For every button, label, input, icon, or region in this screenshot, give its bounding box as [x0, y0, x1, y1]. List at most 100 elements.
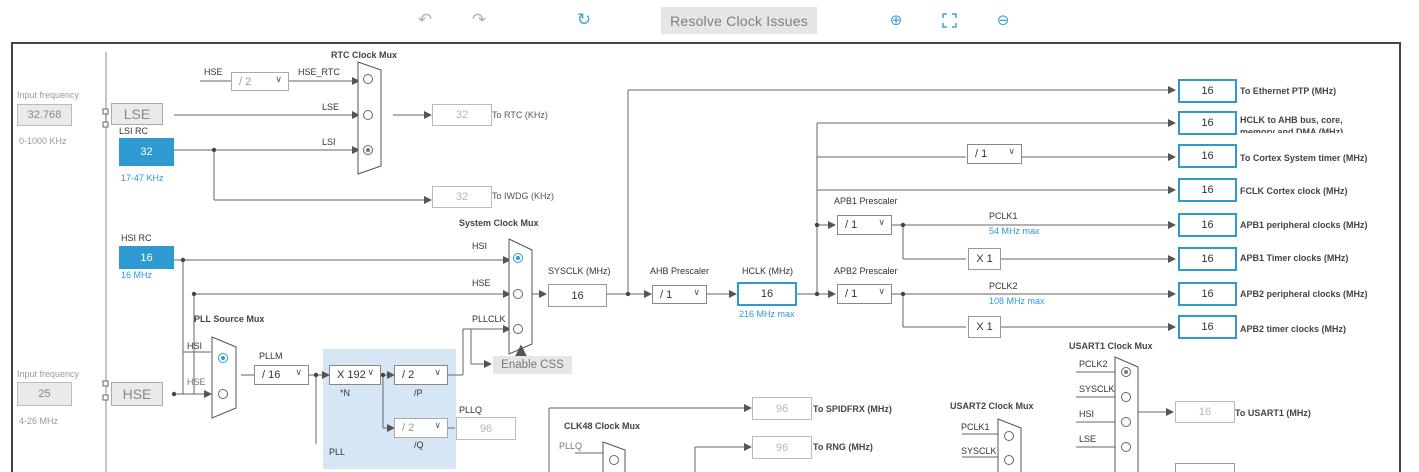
zoom-out-icon[interactable]: ⊖ [996, 11, 1010, 29]
select-value: / 2 [239, 75, 252, 88]
rtc-output-label: To RTC (KHz) [492, 110, 548, 120]
pll-q-label: /Q [414, 440, 424, 450]
chevron-down-icon: ∨ [1008, 146, 1015, 156]
iwdg-output-value[interactable]: 32 [432, 186, 492, 208]
hsi-rc-source[interactable]: 16 [119, 246, 174, 269]
pll-n-select[interactable]: X 192∨ [329, 365, 381, 385]
hclk-label: HCLK (MHz) [742, 266, 793, 276]
apb2-prescaler-label: APB2 Prescaler [834, 266, 898, 276]
clock-tree-diagram: Input frequency 32.768 0-1000 KHz LSE LS… [11, 42, 1401, 472]
input-frequency-label: Input frequency [17, 90, 80, 100]
ethernet-ptp-value[interactable]: 16 [1178, 79, 1237, 103]
usart1-sysclk-label: SYSCLK [1079, 384, 1115, 394]
select-value: X 192 [337, 369, 366, 381]
apb1-prescaler-label: APB1 Prescaler [834, 196, 898, 206]
refresh-icon[interactable]: ↻ [576, 10, 592, 30]
pll-source-hsi-radio[interactable] [218, 353, 228, 363]
hclk-max-label: 216 MHz max [739, 309, 795, 319]
enable-css-button[interactable]: Enable CSS [493, 356, 572, 374]
rng-value[interactable]: 96 [752, 436, 812, 459]
usart1-hsi-label: HSI [1079, 409, 1095, 419]
hse-source[interactable]: HSE [111, 382, 163, 406]
select-value: / 1 [845, 288, 858, 300]
sysmux-pllclk-radio[interactable] [513, 324, 523, 334]
lse-source[interactable]: LSE [111, 103, 163, 125]
apb1-peripheral-label: APB1 peripheral clocks (MHz) [1240, 220, 1368, 230]
usart1-clock-mux-title: USART1 Clock Mux [1069, 341, 1153, 351]
hclk-ahb-value[interactable]: 16 [1178, 111, 1237, 135]
ahb-prescaler-select[interactable]: / 1 ∨ [652, 285, 707, 304]
rtc-output-value[interactable]: 32 [432, 104, 492, 126]
rtc-mux-lsi-radio[interactable] [363, 145, 373, 155]
usart2-pclk1-radio[interactable] [1004, 431, 1014, 441]
undo-icon[interactable]: ↶ [417, 10, 433, 30]
chevron-down-icon: ∨ [693, 287, 700, 297]
sysmux-hse-label: HSE [472, 278, 491, 288]
usart1-value[interactable]: 16 [1175, 401, 1235, 423]
apb2-timer-label: APB2 timer clocks (MHz) [1240, 324, 1347, 334]
lsi-rc-label: LSI RC [119, 126, 149, 136]
usart1-label: To USART1 (MHz) [1235, 408, 1311, 418]
lse-input-frequency[interactable]: 32.768 [17, 104, 72, 126]
hclk-value[interactable]: 16 [737, 282, 797, 306]
lsi-rc-source[interactable]: 32 [119, 138, 174, 166]
resolve-clock-issues-button[interactable]: Resolve Clock Issues [661, 7, 817, 34]
usart1-lse-radio[interactable] [1121, 442, 1131, 452]
pll-p-select[interactable]: / 2∨ [394, 365, 448, 385]
pll-source-hse-radio[interactable] [218, 389, 228, 399]
usart1-pclk2-radio[interactable] [1121, 367, 1131, 377]
apb1-timer-multiplier: X 1 [968, 248, 1001, 270]
fclk-value[interactable]: 16 [1178, 178, 1237, 202]
pll-q-select[interactable]: / 2 ∨ [394, 418, 448, 438]
apb2-prescaler-select[interactable]: / 1∨ [837, 284, 892, 304]
apb2-timer-value[interactable]: 16 [1178, 315, 1237, 339]
select-value: / 1 [845, 219, 858, 231]
rtc-clock-mux-title: RTC Clock Mux [331, 50, 398, 60]
select-value: / 1 [660, 288, 673, 301]
cortex-timer-label: To Cortex System timer (MHz) [1240, 153, 1368, 163]
rtc-hse-label: HSE [204, 67, 223, 77]
pll-block-label: PLL [329, 447, 346, 457]
hse-rtc-label: HSE_RTC [298, 67, 340, 77]
hclk-ahb-label: HCLK to AHB bus, core, memory and DMA (M… [1240, 115, 1344, 133]
pll-source-hsi-label: HSI [187, 341, 203, 351]
apb2-peripheral-value[interactable]: 16 [1178, 282, 1237, 306]
cortex-timer-value[interactable]: 16 [1178, 144, 1237, 168]
pllq-value[interactable]: 96 [456, 417, 516, 440]
system-clock-mux-title: System Clock Mux [459, 218, 539, 228]
hse-rtc-divider-select[interactable]: / 2∨ [231, 72, 289, 91]
sysmux-hsi-radio[interactable] [513, 253, 523, 263]
rtc-mux-hse-radio[interactable] [363, 74, 373, 84]
select-value: / 2 [402, 369, 415, 381]
cortex-timer-divider-select[interactable]: / 1∨ [967, 144, 1022, 164]
fit-screen-icon[interactable] [937, 8, 961, 32]
redo-icon[interactable]: ↷ [471, 10, 487, 30]
sysmux-hse-radio[interactable] [513, 289, 523, 299]
apb2-timer-multiplier: X 1 [968, 316, 1001, 338]
usart1-sysclk-radio[interactable] [1121, 392, 1131, 402]
sysclk-value[interactable]: 16 [548, 284, 607, 307]
hsi-freq-label: 16 MHz [121, 270, 153, 280]
chevron-down-icon: ∨ [295, 367, 302, 377]
input-frequency-label: Input frequency [17, 369, 80, 379]
hsi-rc-label: HSI RC [121, 233, 152, 243]
apb1-peripheral-value[interactable]: 16 [1178, 213, 1237, 237]
pclk2-label: PCLK2 [989, 281, 1018, 291]
pclk1-label: PCLK1 [989, 211, 1018, 221]
zoom-in-icon[interactable]: ⊕ [889, 11, 903, 29]
apb1-timer-value[interactable]: 16 [1178, 247, 1237, 271]
pll-p-label: /P [414, 388, 423, 398]
clk48-clock-mux-title: CLK48 Clock Mux [564, 421, 641, 431]
pllm-select[interactable]: / 16∨ [254, 365, 309, 385]
clk48-pllq-label: PLLQ [559, 441, 583, 451]
usart1-hsi-radio[interactable] [1121, 417, 1131, 427]
chevron-down-icon: ∨ [434, 420, 441, 430]
rtc-mux-lse-radio[interactable] [363, 110, 373, 120]
apb1-prescaler-select[interactable]: / 1∨ [837, 215, 892, 235]
select-value: / 2 [402, 422, 415, 434]
hse-input-frequency[interactable]: 25 [17, 382, 72, 406]
spdifrx-value[interactable]: 96 [752, 397, 812, 420]
spdifrx-label: To SPIDFRX (MHz) [813, 404, 892, 414]
apb2-peripheral-label: APB2 peripheral clocks (MHz) [1240, 289, 1368, 299]
usart1-lse-label: LSE [1079, 434, 1097, 444]
